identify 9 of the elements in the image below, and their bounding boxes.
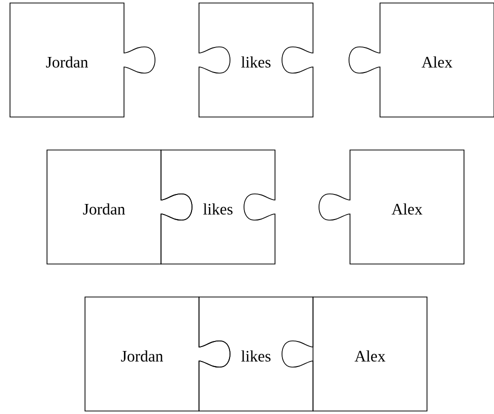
puzzle-piece: Jordan bbox=[84, 296, 230, 412]
puzzle-piece: Alex bbox=[318, 150, 464, 264]
puzzle-piece: Jordan bbox=[10, 2, 156, 118]
puzzle-piece: Alex bbox=[348, 2, 494, 118]
puzzle-piece: Jordan bbox=[46, 150, 192, 264]
puzzle-piece: Alex bbox=[312, 296, 428, 412]
puzzle-piece: likes bbox=[198, 296, 314, 412]
puzzle-piece: likes bbox=[160, 150, 276, 264]
puzzle-piece: likes bbox=[198, 2, 314, 118]
